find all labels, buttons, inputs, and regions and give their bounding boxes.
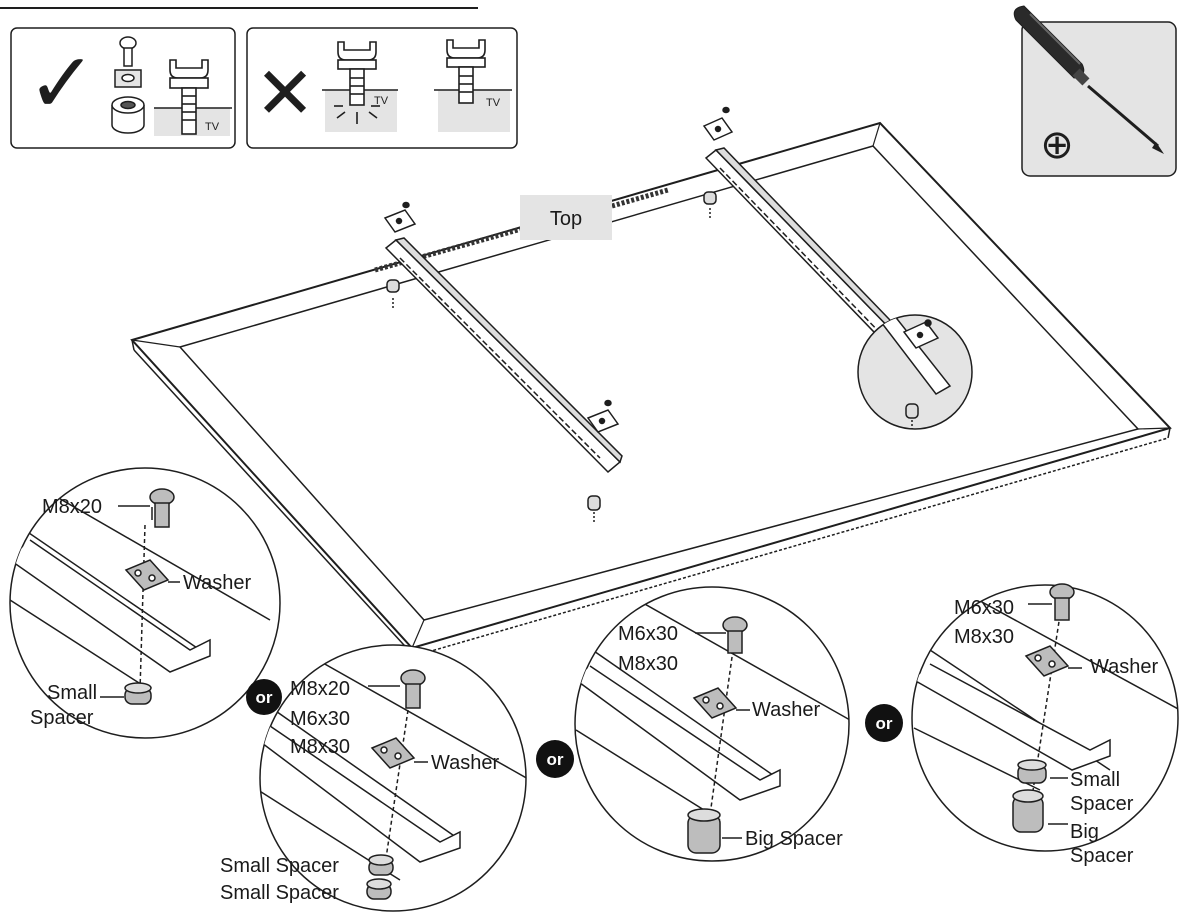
spacer-label: Small Spacer xyxy=(220,882,339,904)
washer-icon xyxy=(1024,645,1070,677)
spacer-label: Small Spacer xyxy=(220,855,339,877)
check-icon: ✓ xyxy=(27,34,97,132)
spacer-label: Spacer xyxy=(1070,845,1134,867)
mounting-strap-left xyxy=(383,201,623,524)
bolt-label: M8x20 xyxy=(42,496,102,518)
detail-option-1: M8x20 Washer Small Spacer xyxy=(9,467,281,739)
washer-label: Washer xyxy=(431,752,500,774)
phillips-head-icon: ⊕ xyxy=(1040,122,1074,168)
bolt-label: M8x30 xyxy=(954,626,1014,648)
bolt-label: M6x30 xyxy=(954,597,1014,619)
spacer-label: Big xyxy=(1070,821,1099,843)
bolt-label: M8x30 xyxy=(290,736,350,758)
washer-label: Washer xyxy=(752,699,821,721)
top-label-box: Top xyxy=(520,195,612,240)
svg-text:or: or xyxy=(876,714,893,733)
svg-text:or: or xyxy=(256,688,273,707)
clamp-bolt-icon xyxy=(169,59,209,135)
washer-icon xyxy=(692,687,738,719)
legend-correct-panel: ✓ TV xyxy=(10,27,236,149)
zoom-indicator-circle xyxy=(857,314,973,430)
washer-icon xyxy=(124,559,170,591)
detail-option-2: M8x20 M6x30 M8x30 Washer Small Spacer Sm… xyxy=(220,644,527,912)
bolt-label: M6x30 xyxy=(290,708,350,730)
or-badge: or xyxy=(246,679,282,715)
clamp-bolt-too-short-icon xyxy=(446,39,486,104)
spacer-label: Small xyxy=(47,682,97,704)
tv-label: TV xyxy=(374,95,389,107)
tv-back xyxy=(130,121,1172,657)
svg-text:or: or xyxy=(547,750,564,769)
tool-panel: ⊕ xyxy=(1013,5,1177,177)
washer-icon xyxy=(370,737,416,769)
top-label: Top xyxy=(550,208,582,230)
screw-stack-icon xyxy=(111,36,145,134)
cross-icon: ✕ xyxy=(255,51,315,135)
spacer-label: Big Spacer xyxy=(745,828,843,850)
legend-wrong-panel: ✕ TV TV xyxy=(246,27,518,149)
spacer-label: Small xyxy=(1070,769,1120,791)
tv-label: TV xyxy=(486,97,501,109)
bolt-label: M8x20 xyxy=(290,678,350,700)
spacer-label: Spacer xyxy=(1070,793,1134,815)
bolt-label: M8x30 xyxy=(618,653,678,675)
detail-option-4: M6x30 M8x30 Washer Small Spacer Big Spac… xyxy=(911,583,1179,867)
clamp-bolt-too-long-icon xyxy=(334,41,380,124)
tv-label: TV xyxy=(205,121,220,133)
washer-label: Washer xyxy=(183,572,252,594)
bolt-label: M6x30 xyxy=(618,623,678,645)
washer-label: Washer xyxy=(1090,656,1159,678)
screwdriver-icon xyxy=(1013,5,1164,154)
detail-option-3: M6x30 M8x30 Washer Big Spacer xyxy=(574,586,850,862)
or-badge: or xyxy=(865,704,903,742)
or-badge: or xyxy=(536,740,574,778)
spacer-label: Spacer xyxy=(30,707,94,729)
